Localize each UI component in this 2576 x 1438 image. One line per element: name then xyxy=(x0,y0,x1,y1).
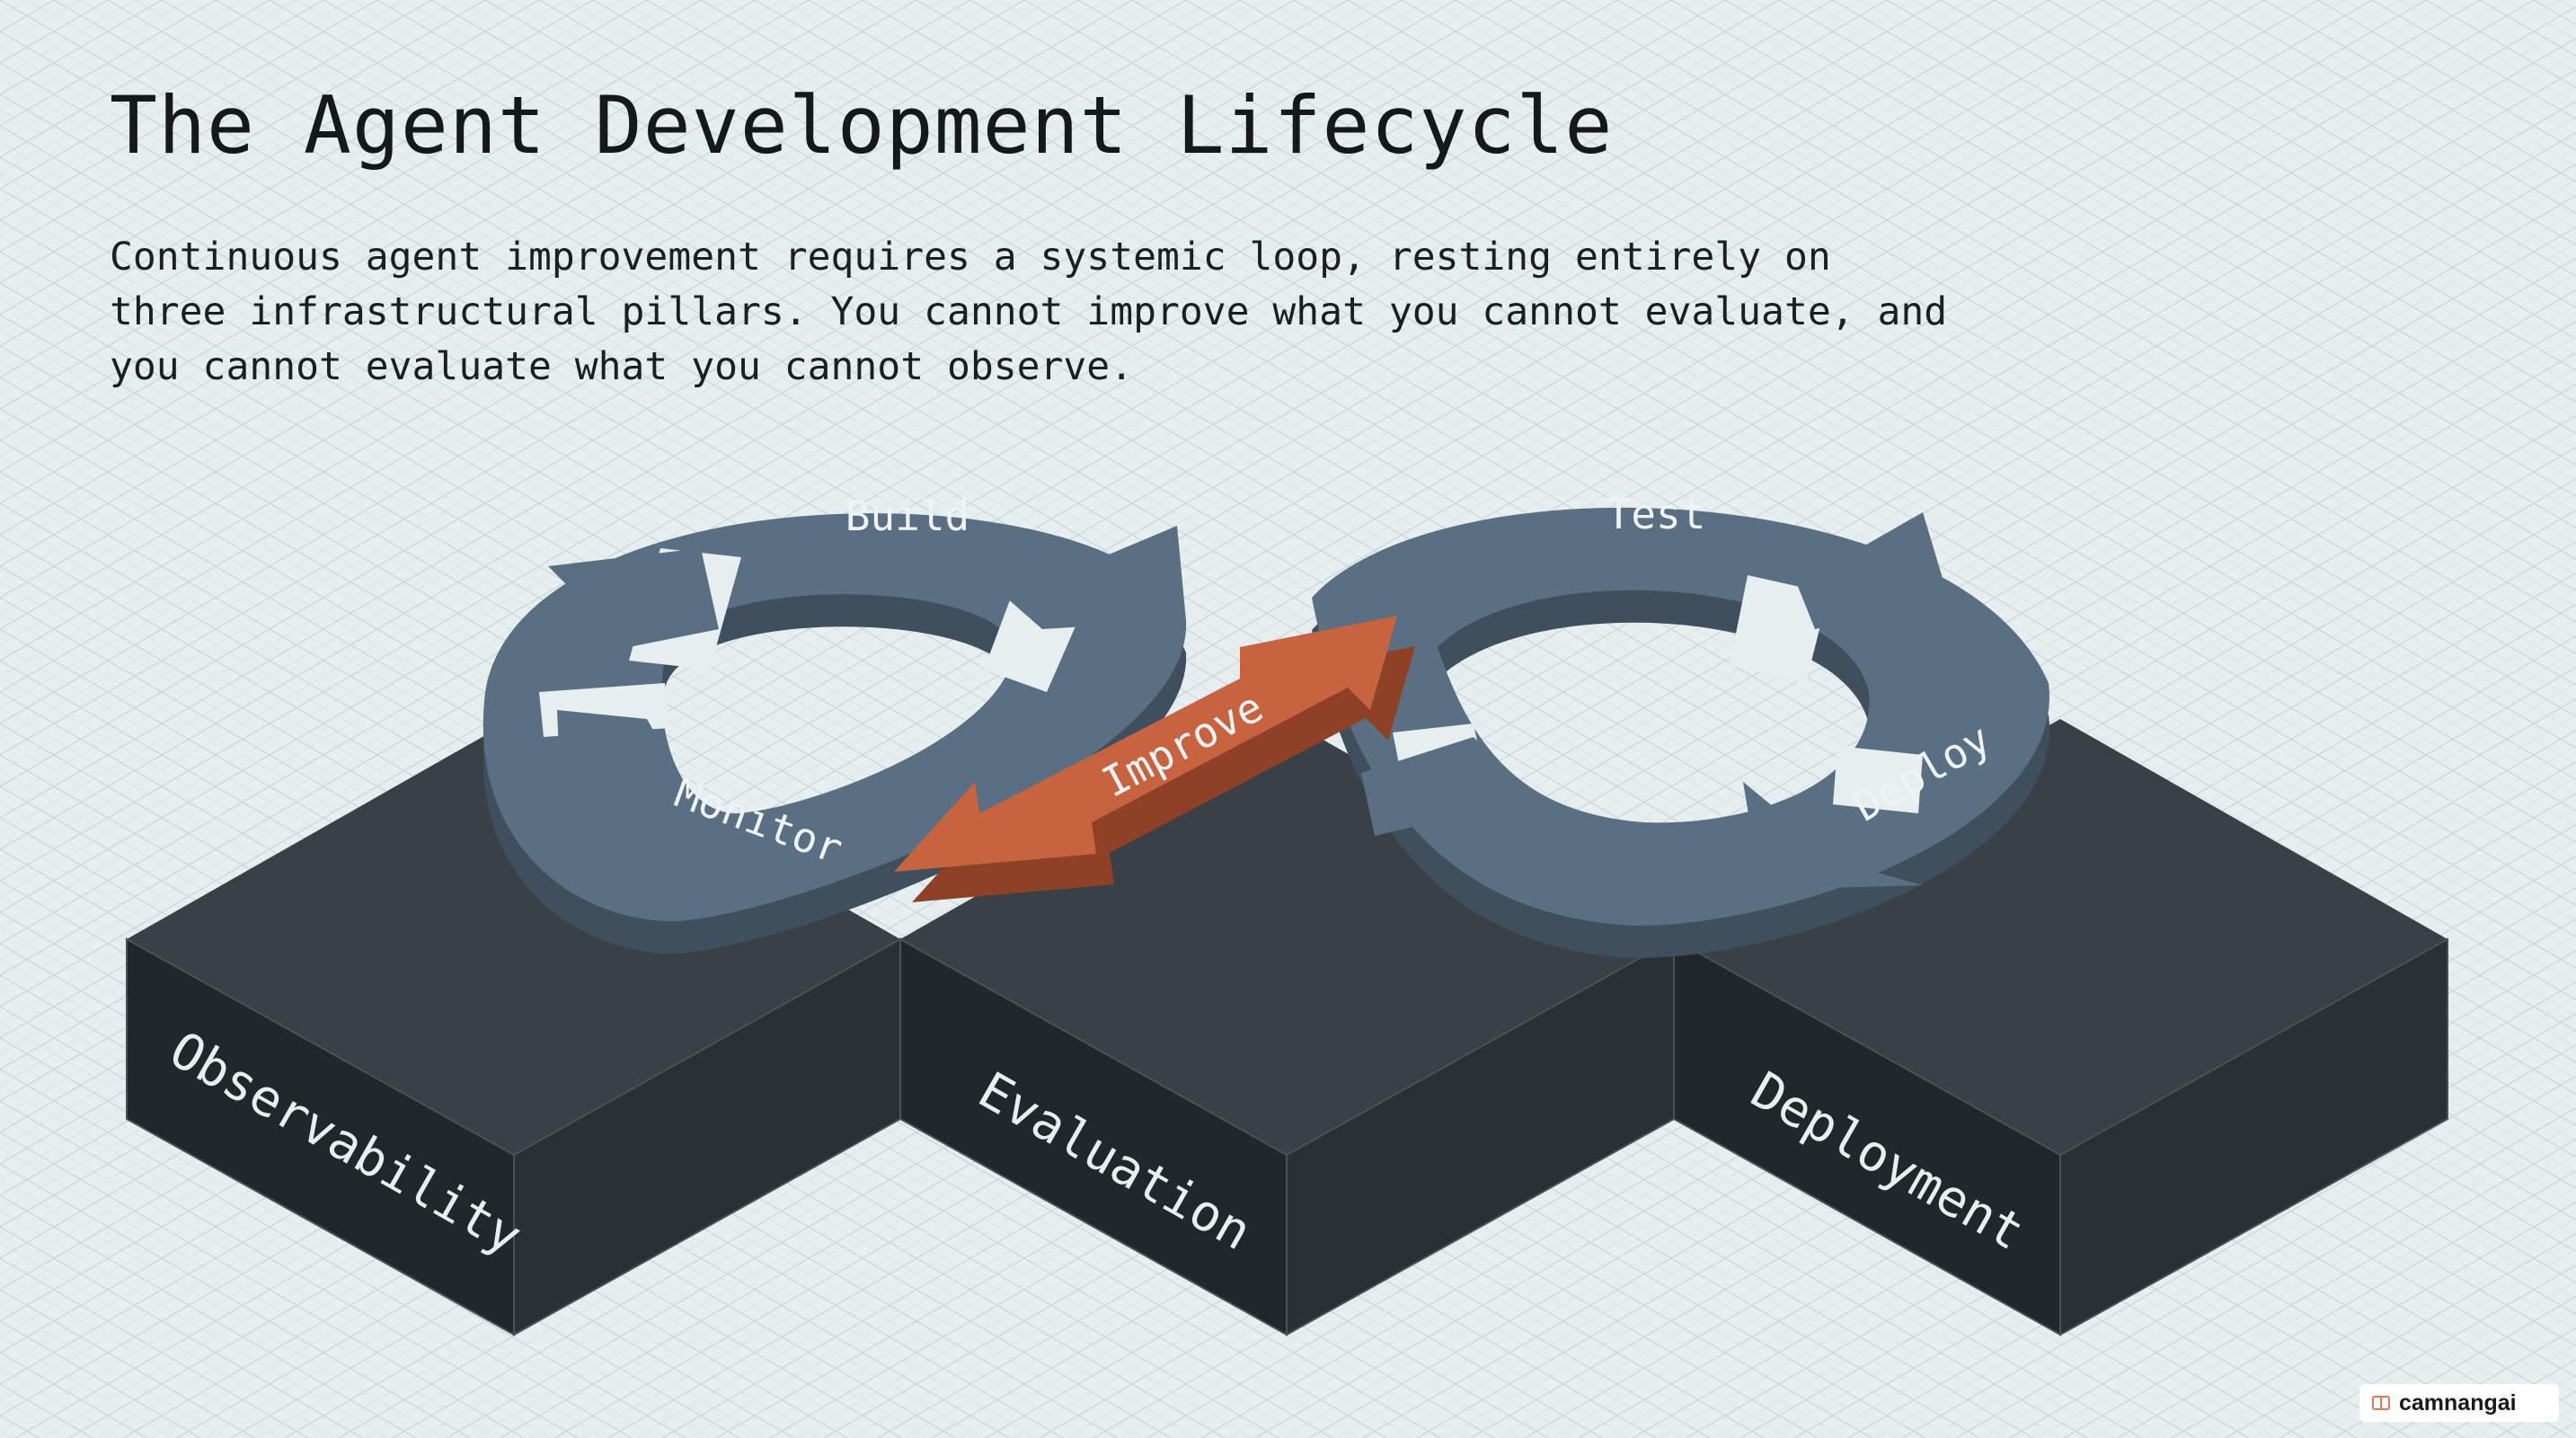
arrowhead-build-icon xyxy=(1006,526,1186,629)
improve-arrow xyxy=(894,616,1415,902)
loop-label-test: Test xyxy=(1607,490,1706,538)
arrowhead-monitor-icon xyxy=(557,710,683,813)
arrowhead-build-start-icon xyxy=(548,548,719,647)
arrowhead-deploy-icon xyxy=(1743,782,1923,890)
watermark-text: camnangai xyxy=(2399,1389,2517,1416)
lifecycle-loop xyxy=(482,507,2049,958)
page-subtitle: Continuous agent improvement requires a … xyxy=(110,235,1948,389)
pillar-blocks xyxy=(126,719,2448,1336)
pillar-deployment-right-face xyxy=(2059,937,2448,1336)
page-title: The Agent Development Lifecycle xyxy=(110,79,1614,172)
watermark-badge: camnangai xyxy=(2359,1384,2559,1422)
arrowhead-test-icon xyxy=(1797,512,1950,629)
loop-label-build: Build xyxy=(845,492,969,540)
arrowhead-monitor-return-icon xyxy=(1361,737,1527,836)
loop-gaps xyxy=(539,548,1923,813)
book-icon xyxy=(2372,1396,2390,1410)
loop-arrowheads xyxy=(548,512,1950,890)
